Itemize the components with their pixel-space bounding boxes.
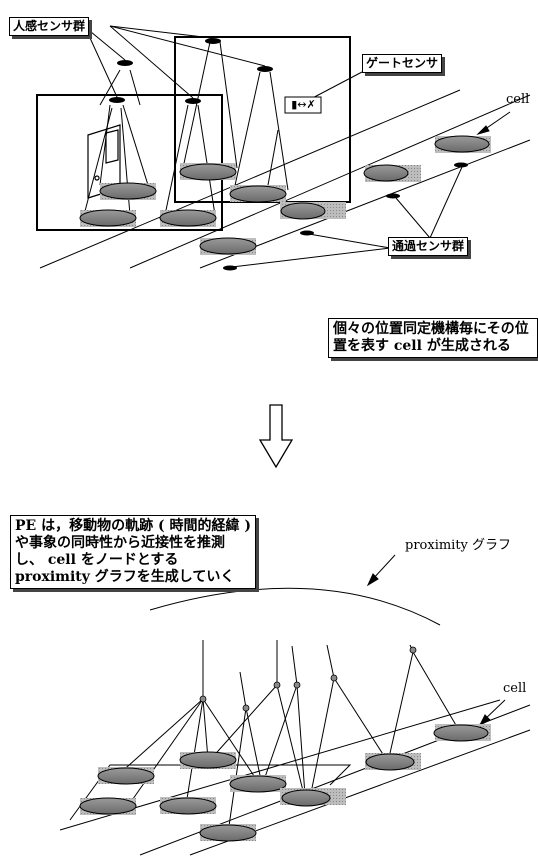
- pe-description-note: PE は，移動物の軌跡 ( 時間的経緯 ) や事象の同時性から近接性を推測し、 …: [10, 515, 256, 589]
- human-sensors-label: 人感センサ群: [9, 17, 90, 36]
- cell-label-top: cell: [506, 92, 530, 107]
- callout-lines-human: [84, 25, 266, 99]
- transition-arrow: [258, 404, 294, 469]
- cell-arrowhead: [476, 125, 490, 135]
- bottom-cells: [79, 724, 491, 842]
- gate-sensor-label: ゲートセンサ: [362, 54, 443, 73]
- gate-icon-box: [284, 96, 322, 114]
- position-mechanism-note: 個々の位置同定機構毎にその位置を表す cell が生成される: [328, 318, 538, 358]
- top-cells: [79, 135, 491, 255]
- proximity-arc: [149, 587, 441, 626]
- proximity-arrowhead: [366, 573, 379, 587]
- pass-sensors-label: 通過センサ群: [388, 237, 469, 256]
- graph-edges: [117, 640, 461, 834]
- door-with-walking-person-icon: ▮↔✗: [291, 98, 316, 111]
- corridor-line: [129, 94, 531, 269]
- room-box: [36, 94, 223, 231]
- proximity-graph-label: proximity グラフ: [405, 538, 512, 553]
- top-scene: [36, 25, 531, 271]
- callout-lines-pass: [231, 166, 463, 268]
- proximity-arrow: [371, 554, 396, 581]
- graph-nodes: [199, 646, 417, 712]
- corridor-line: [39, 89, 461, 269]
- cell-label-bottom: cell: [503, 681, 527, 696]
